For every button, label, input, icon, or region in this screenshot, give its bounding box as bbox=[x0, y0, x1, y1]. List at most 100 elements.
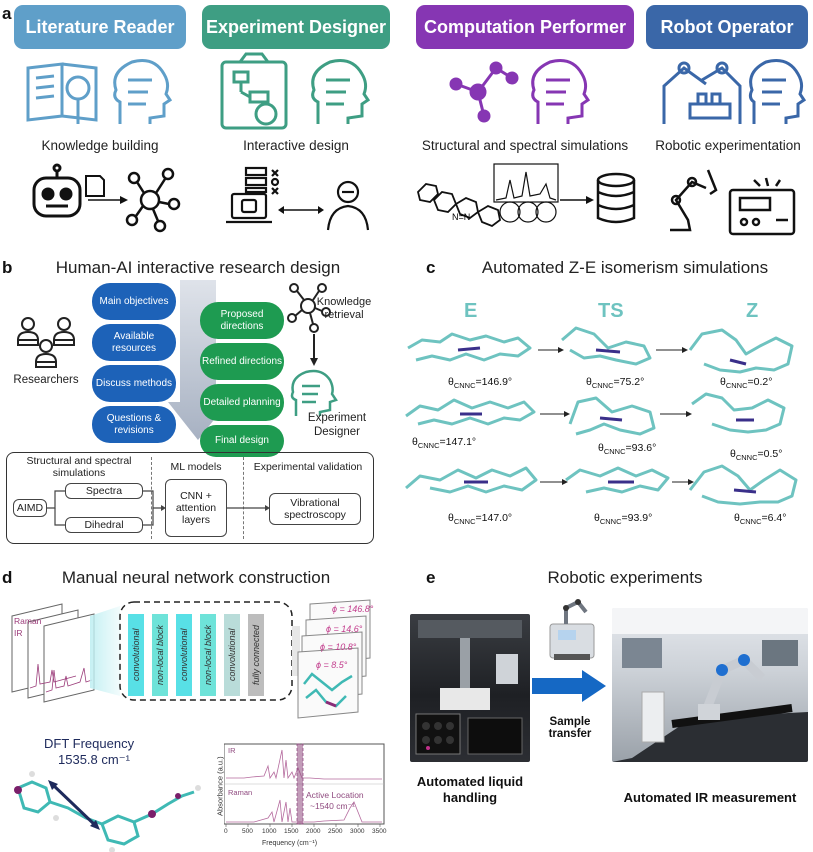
theta-z-3: θCNNC=6.4° bbox=[734, 512, 787, 527]
liquid-handling-caption: Automated liquid handling bbox=[416, 774, 524, 806]
panel-e-title: Robotic experiments bbox=[547, 568, 703, 587]
layer-conv-2: convolutional bbox=[176, 614, 192, 696]
bubble-final-design: Final design bbox=[200, 425, 284, 457]
workflow-box: Structural and spectral simulations ML m… bbox=[6, 452, 374, 544]
spectrum-plot bbox=[224, 743, 385, 827]
bubble-available-resources: Available resources bbox=[92, 324, 176, 361]
arrow-head bbox=[120, 196, 128, 204]
bubble-questions-revisions: Questions & revisions bbox=[92, 406, 176, 443]
xtick-500: 500 bbox=[242, 828, 253, 835]
z-structure-2 bbox=[691, 392, 786, 434]
theta-ts-3: θCNNC=93.9° bbox=[594, 512, 653, 527]
panel-a-label: a bbox=[2, 4, 12, 23]
bubble-refined-directions: Refined directions bbox=[200, 343, 284, 380]
layer-nonlocal-2: non-local block bbox=[200, 614, 216, 696]
raman-spectrum bbox=[226, 799, 382, 823]
e-structure-1 bbox=[407, 332, 532, 362]
z-structure-1 bbox=[688, 328, 794, 374]
robot-arm-icon bbox=[662, 61, 742, 124]
xtick-3500: 3500 bbox=[372, 828, 387, 835]
isomer-z-label: Z bbox=[746, 300, 759, 322]
theta-ts-1: θCNNC=75.2° bbox=[586, 376, 645, 391]
sample-transfer-label: Sample transfer bbox=[548, 716, 592, 740]
caption-interactive: Interactive design bbox=[243, 138, 349, 153]
panel-d-label: d bbox=[2, 568, 13, 587]
isomer-e-label: E bbox=[464, 300, 478, 322]
mobile-robot-image bbox=[549, 599, 595, 660]
xtick-1500: 1500 bbox=[284, 828, 299, 835]
researchers-icon bbox=[17, 317, 75, 368]
layer-conv-1: convolutional bbox=[128, 614, 144, 696]
robot-arm-flask-icon bbox=[670, 169, 718, 232]
computation-performer-header: Computation Performer bbox=[416, 5, 634, 49]
theta-ts-2: θCNNC=93.6° bbox=[598, 442, 657, 457]
network-diagram bbox=[90, 601, 300, 701]
bubble-main-objectives: Main objectives bbox=[92, 283, 176, 320]
isomer-structures bbox=[405, 326, 798, 506]
panel-a-agent-icons bbox=[26, 52, 807, 130]
ai-head-icon bbox=[113, 59, 173, 124]
instrument-icon bbox=[728, 177, 796, 236]
clipboard-flow-icon bbox=[220, 52, 288, 130]
experiment-designer-label: Experiment Designer bbox=[307, 412, 367, 438]
ir-measurement-caption: Automated IR measurement bbox=[623, 790, 797, 805]
layer-nonlocal-1: non-local block bbox=[152, 614, 168, 696]
experiment-designer-header: Experiment Designer bbox=[202, 5, 390, 49]
spectra-stack bbox=[11, 603, 95, 703]
database-icon bbox=[596, 172, 636, 224]
z-structure-3 bbox=[688, 464, 798, 506]
ts-structure-1 bbox=[561, 326, 652, 366]
chatbot-icon bbox=[32, 163, 82, 218]
plot-ticks bbox=[225, 824, 381, 827]
layer-conv-3: convolutional bbox=[224, 614, 240, 696]
designer-head-icon bbox=[290, 369, 338, 416]
reaction-arrows bbox=[538, 349, 688, 483]
theta-e-3: θCNNC=147.0° bbox=[448, 512, 513, 527]
phi-1: ϕ = 146.8° bbox=[332, 604, 374, 614]
panel-b-title: Human-AI interactive research design bbox=[55, 258, 341, 277]
theta-z-1: θCNNC=0.2° bbox=[720, 376, 773, 391]
xtick-0: 0 bbox=[224, 828, 228, 835]
scientist-icon bbox=[326, 180, 370, 231]
robot-operator-header: Robot Operator bbox=[646, 5, 808, 49]
panel-b-label: b bbox=[2, 258, 13, 277]
ts-structure-3 bbox=[565, 466, 670, 494]
xtick-3000: 3000 bbox=[350, 828, 365, 835]
ir-spectrum bbox=[226, 749, 382, 780]
panel-e-label: e bbox=[426, 568, 436, 587]
ts-structure-2 bbox=[568, 396, 656, 436]
caption-simulations: Structural and spectral simulations bbox=[421, 138, 629, 153]
phi-3: ϕ = 10.8° bbox=[320, 642, 357, 652]
active-location-label: Active Location bbox=[306, 790, 364, 800]
liquid-handler-photo bbox=[410, 614, 530, 762]
network-icon bbox=[125, 167, 181, 233]
plot-ir-label: IR bbox=[228, 746, 236, 755]
plot-xticks: 0 500 1000 1500 2000 2500 3000 3500 bbox=[218, 828, 388, 838]
spectrum-icon bbox=[493, 163, 559, 223]
knowledge-retrieval-label: Knowledge retrieval bbox=[316, 296, 372, 322]
xtick-2500: 2500 bbox=[328, 828, 343, 835]
caption-knowledge: Knowledge building bbox=[41, 138, 159, 153]
transfer-arrow bbox=[532, 670, 606, 702]
azobenzene-icon bbox=[417, 183, 501, 228]
spectra-box: Spectra bbox=[65, 483, 143, 499]
phi-sheets bbox=[297, 599, 371, 719]
ai-head-icon-rob bbox=[748, 59, 807, 124]
document-icon bbox=[85, 175, 105, 197]
dihedral-box: Dihedral bbox=[65, 517, 143, 533]
isomer-ts-label: TS bbox=[598, 300, 624, 322]
theta-z-2: θCNNC=0.5° bbox=[730, 448, 783, 463]
workflow-arrows bbox=[47, 490, 270, 526]
active-location-value: ~1540 cm⁻¹ bbox=[310, 801, 355, 811]
section-simulations: Structural and spectral simulations bbox=[26, 455, 132, 480]
ai-head-icon-comp bbox=[531, 59, 591, 124]
dft-value: 1535.8 cm⁻¹ bbox=[58, 752, 130, 767]
ai-head-icon-exp bbox=[311, 59, 371, 124]
xtick-2000: 2000 bbox=[306, 828, 321, 835]
bubble-detailed-planning: Detailed planning bbox=[200, 384, 284, 421]
ir-label: IR bbox=[14, 628, 23, 638]
cnn-box: CNN + attention layers bbox=[165, 479, 227, 537]
literature-reader-header: Literature Reader bbox=[14, 5, 186, 49]
panel-c-title: Automated Z-E isomerism simulations bbox=[481, 258, 769, 277]
theta-e-2: θCNNC=147.1° bbox=[412, 436, 477, 451]
